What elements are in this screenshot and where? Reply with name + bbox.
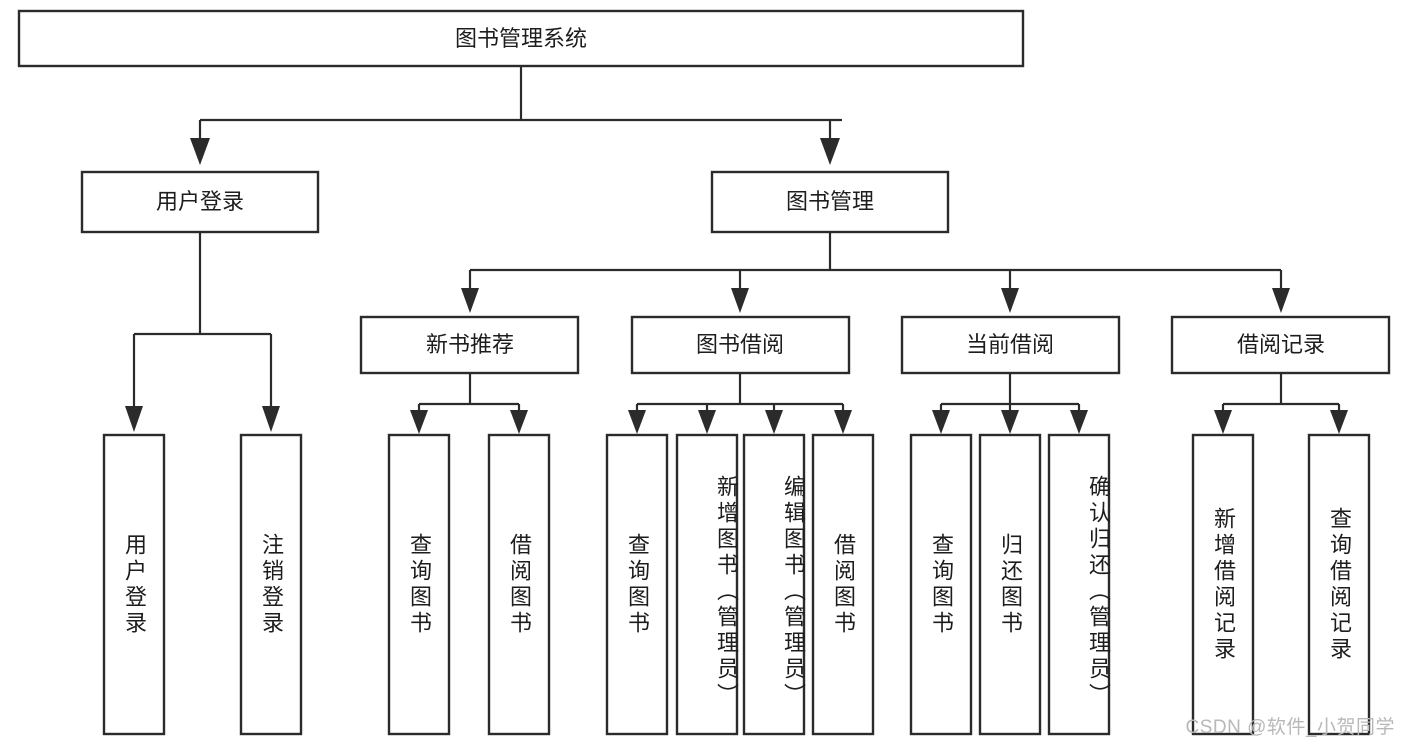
node-book-management-box[interactable] xyxy=(710,170,950,234)
connector-group-user-login xyxy=(125,232,280,432)
leaf-edit-book-box[interactable] xyxy=(742,433,806,736)
leaf-query-book-3-box[interactable] xyxy=(909,433,973,736)
node-user-login-box[interactable] xyxy=(80,170,320,234)
connector-group-borrow-record xyxy=(1214,373,1348,434)
node-current-borrow[interactable]: 当前借阅 xyxy=(900,315,1121,375)
leaf-confirm-return-box[interactable] xyxy=(1047,433,1111,736)
arrow-ul-to-leaf-2-icon xyxy=(262,406,280,432)
arrow-cb-to-leaf-3-icon xyxy=(1070,410,1088,434)
arrow-bm-to-new-book-icon xyxy=(461,288,479,313)
arrow-bb-to-leaf-4-icon xyxy=(834,410,852,434)
connector-group-new-book-recommend xyxy=(410,373,528,434)
connector-group-book-management xyxy=(461,232,1290,313)
arrow-bb-to-leaf-2-icon xyxy=(698,410,716,434)
node-new-book-recommend-box[interactable] xyxy=(359,315,580,375)
arrow-ul-to-leaf-1-icon xyxy=(125,406,143,432)
connector-group-current-borrow xyxy=(932,373,1088,434)
arrow-br-to-leaf-1-icon xyxy=(1214,410,1232,434)
node-root[interactable]: 图书管理系统 xyxy=(17,9,1025,68)
node-book-borrow-label: 图书借阅 xyxy=(696,332,784,357)
leaf-query-borrow-record-box[interactable] xyxy=(1307,433,1371,736)
leaf-user-login-box[interactable] xyxy=(102,433,166,736)
arrow-cb-to-leaf-1-icon xyxy=(932,410,950,434)
node-borrow-record-label: 借阅记录 xyxy=(1237,332,1325,357)
leaf-boxes-group xyxy=(102,433,1371,736)
node-book-borrow-box[interactable] xyxy=(630,315,851,375)
arrow-cb-to-leaf-2-icon xyxy=(1001,410,1019,434)
connector-group-book-borrow xyxy=(628,373,852,434)
leaf-query-book-2-box[interactable] xyxy=(605,433,669,736)
csdn-watermark: CSDN @软件_小贺同学 xyxy=(1185,717,1395,738)
arrow-nbr-to-leaf-1-icon xyxy=(410,410,428,434)
arrow-bm-to-current-borrow-icon xyxy=(1001,288,1019,313)
leaf-add-book-box[interactable] xyxy=(675,433,739,736)
arrow-bm-to-borrow-record-icon xyxy=(1272,288,1290,313)
leaf-add-borrow-record-box[interactable] xyxy=(1191,433,1255,736)
leaf-query-book-1-box[interactable] xyxy=(387,433,451,736)
node-new-book-recommend[interactable]: 新书推荐 xyxy=(359,315,580,375)
leaf-logout-login-box[interactable] xyxy=(239,433,303,736)
arrow-root-to-user-login-icon xyxy=(190,138,210,165)
node-root-box[interactable] xyxy=(17,9,1025,68)
arrow-root-to-book-management-icon xyxy=(820,138,840,165)
arrow-br-to-leaf-2-icon xyxy=(1330,410,1348,434)
arrow-nbr-to-leaf-2-icon xyxy=(510,410,528,434)
node-current-borrow-box[interactable] xyxy=(900,315,1121,375)
node-book-management-label: 图书管理 xyxy=(786,189,874,214)
arrow-bb-to-leaf-3-icon xyxy=(765,410,783,434)
leaf-borrow-book-2-box[interactable] xyxy=(811,433,875,736)
node-borrow-record-box[interactable] xyxy=(1170,315,1391,375)
node-book-management[interactable]: 图书管理 xyxy=(710,170,950,234)
node-current-borrow-label: 当前借阅 xyxy=(966,332,1054,357)
arrow-bm-to-book-borrow-icon xyxy=(731,288,749,313)
leaf-return-book-box[interactable] xyxy=(978,433,1042,736)
leaf-borrow-book-1-box[interactable] xyxy=(487,433,551,736)
node-root-label: 图书管理系统 xyxy=(455,26,587,51)
node-user-login[interactable]: 用户登录 xyxy=(80,170,320,234)
node-borrow-record[interactable]: 借阅记录 xyxy=(1170,315,1391,375)
node-user-login-label: 用户登录 xyxy=(156,189,244,214)
arrow-bb-to-leaf-1-icon xyxy=(628,410,646,434)
node-new-book-recommend-label: 新书推荐 xyxy=(426,332,514,357)
connector-group-root xyxy=(190,66,842,165)
node-book-borrow[interactable]: 图书借阅 xyxy=(630,315,851,375)
